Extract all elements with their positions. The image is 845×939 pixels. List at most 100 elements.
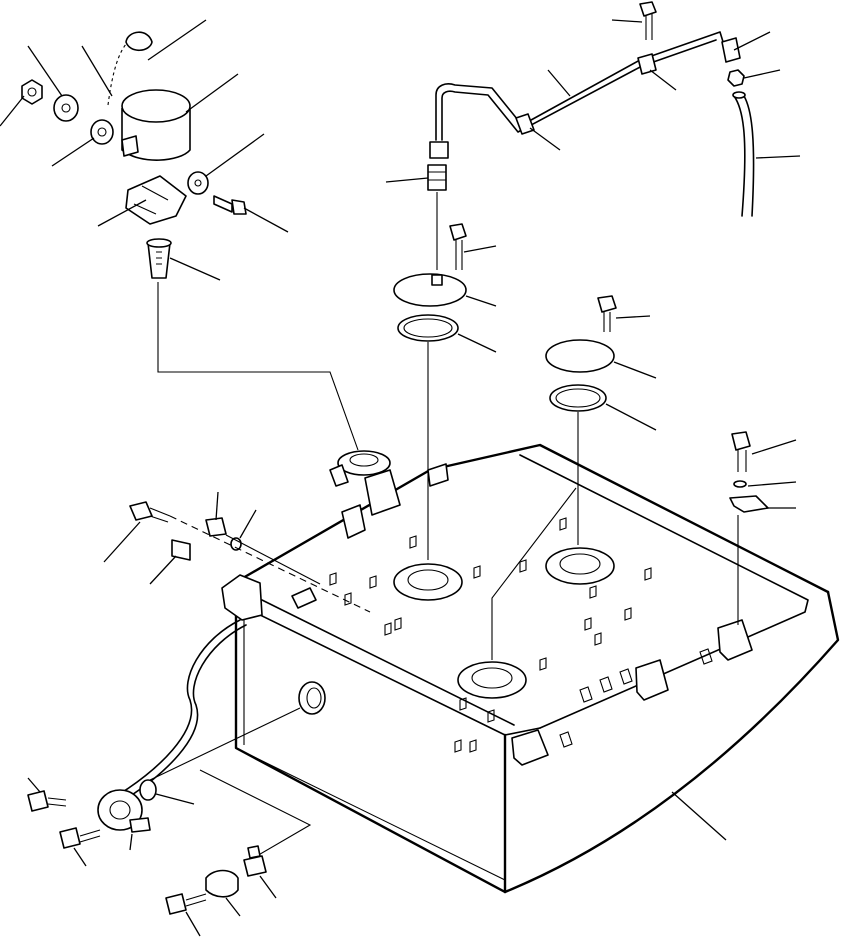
vent-nut: [727, 69, 745, 87]
filler-tab: [329, 464, 349, 487]
sensor-connector: [129, 817, 151, 833]
leader-tank: [671, 791, 727, 841]
leader-lines: [0, 19, 801, 937]
leader-vent-fitting: [385, 177, 429, 183]
stud-marks: [329, 517, 652, 753]
side-slots: [559, 648, 713, 748]
filler-ring: [337, 450, 391, 476]
top-studs: [329, 517, 652, 753]
cap-chain: [107, 39, 131, 106]
cap-tab: [121, 135, 139, 157]
leader-mount-bolt: [751, 439, 797, 455]
tank-rim-corner: [504, 727, 541, 736]
washer: [53, 94, 79, 122]
front-flange: [393, 563, 463, 601]
vent-hose: [733, 95, 755, 217]
sender-plate-left: [393, 273, 467, 307]
leader-clamp-bolt: [259, 875, 277, 899]
tank-front-face: [234, 580, 507, 894]
leader-hose-clip: [733, 31, 771, 51]
cap-top: [121, 89, 191, 123]
leader-sensor-oring: [155, 793, 195, 805]
filler-neck: [329, 450, 401, 516]
leader-ring: [205, 133, 265, 177]
front-left-bracket: [221, 574, 263, 621]
strainer-guide-line: [157, 282, 359, 451]
leader-lock: [97, 199, 147, 227]
side-flange: [457, 661, 527, 699]
leader-washer: [27, 45, 63, 97]
leader-mount-washer: [747, 481, 797, 487]
vent-fitting: [427, 164, 447, 191]
sensor-oring: [139, 779, 157, 801]
return-fitting: [291, 587, 317, 609]
side-mount-block: [635, 659, 669, 701]
nut: [21, 79, 43, 105]
leader-sender-right: [613, 361, 657, 379]
leader-hose-clamp: [225, 897, 241, 917]
drain-fittings: [129, 501, 371, 613]
tank-right-face: [503, 590, 840, 894]
leader-cover-bolt-right: [615, 315, 651, 319]
chain-loop: [125, 31, 153, 52]
sight-gauge: [298, 681, 326, 715]
leader-drain-plug: [149, 555, 177, 585]
corner-mount-block: [511, 729, 549, 766]
top-bracket-2: [427, 463, 449, 487]
mount-clip: [729, 495, 769, 513]
leader-drain-bolt: [103, 521, 141, 563]
leader-drain-oring: [239, 509, 257, 539]
spacer: [90, 119, 114, 145]
leader-cap: [185, 73, 239, 113]
sensor-bolt-1: [27, 790, 49, 812]
leader-cover-bolt-left: [463, 245, 497, 253]
leader-sender-left: [465, 295, 497, 307]
tank-body: [221, 443, 840, 894]
cap-bolt: [213, 195, 233, 213]
vent-bolt-head: [639, 1, 657, 17]
hose-clamp: [205, 869, 239, 898]
drain-plug: [171, 539, 191, 561]
mount-washer: [733, 480, 747, 488]
drain-dashed-line: [169, 515, 371, 613]
tank-flanges: [393, 547, 615, 699]
rubber-ring: [187, 171, 209, 195]
leader-sensor-bolt-1: [27, 777, 41, 793]
leader-cap-bolt: [243, 207, 289, 233]
top-bracket: [341, 504, 366, 539]
tank-front-rim: [249, 599, 515, 736]
sensor-guide: [149, 707, 301, 781]
harness-cable: [109, 619, 241, 801]
leader-vent-clamp: [649, 69, 677, 91]
clamp-bolt: [243, 855, 267, 877]
mount-bolt-head: [731, 431, 751, 451]
leader-clamp-bolt-2: [185, 911, 201, 937]
leader-spacer: [51, 137, 95, 167]
leader-gasket-right: [605, 403, 657, 431]
leader-chain: [81, 45, 113, 97]
sensor-bolt-2: [59, 827, 81, 849]
clamp-bolt-2: [165, 893, 187, 915]
tank-top-inner-edge: [519, 454, 809, 729]
rear-flange: [545, 547, 615, 585]
cap-assembly: [21, 31, 247, 279]
tank-bottom-line: [243, 751, 506, 881]
leader-sensor-bolt-2: [73, 847, 87, 867]
leader-vent-pipe: [547, 69, 571, 97]
sender-plate-right: [545, 339, 615, 373]
sender-cover-left: [393, 223, 467, 342]
leader-chain-loop: [147, 19, 207, 61]
cross-guide: [491, 487, 577, 660]
lower-cable-assembly: [27, 619, 312, 915]
hose-clip: [721, 37, 741, 63]
leader-nut: [0, 95, 25, 127]
drain-fitting: [205, 517, 227, 537]
vent-clamp: [637, 53, 657, 75]
leader-sensor-connector: [129, 833, 133, 851]
cover-bolt-right: [597, 295, 617, 313]
cover-bolt-left: [449, 223, 467, 241]
vent-connector: [429, 141, 449, 159]
sender-cover-right: [545, 295, 617, 412]
